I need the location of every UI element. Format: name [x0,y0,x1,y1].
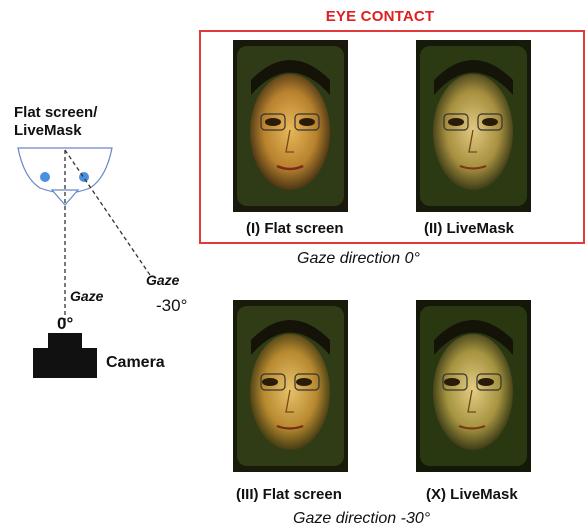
angle-label-angled: -30° [156,296,188,315]
eye-contact-title: EYE CONTACT [325,8,435,25]
caption-panel-3: (III) Flat screen [236,486,342,503]
gaze-line-angled [64,149,151,276]
caption-panel-2: (II) LiveMask [424,220,515,237]
device-label-line1: Flat screen/ [14,104,98,121]
row-caption-bottom: Gaze direction -30° [293,510,431,527]
gaze-label-angled: Gaze [146,272,180,288]
row-caption-top: Gaze direction 0° [297,250,420,267]
eye-contact-box [199,30,585,244]
gaze-label-straight: Gaze [70,288,104,304]
angle-label-straight: 0° [57,314,74,333]
camera-label: Camera [106,354,165,371]
face-image-flat-screen-minus30deg [233,300,348,472]
camera-body [33,348,97,378]
setup-diagram [17,147,151,378]
caption-panel-4: (X) LiveMask [426,486,518,503]
face-image-livemask-minus30deg [416,300,531,472]
face-image-flat-screen-0deg [233,40,348,212]
camera-lens [48,333,82,348]
caption-panel-1: (I) Flat screen [246,220,344,237]
eye-dot-left [40,172,50,182]
device-label: Flat screen/ LiveMask [14,104,97,140]
device-label-line2: LiveMask [14,122,82,139]
device-notch [50,189,80,206]
face-image-livemask-0deg [416,40,531,212]
